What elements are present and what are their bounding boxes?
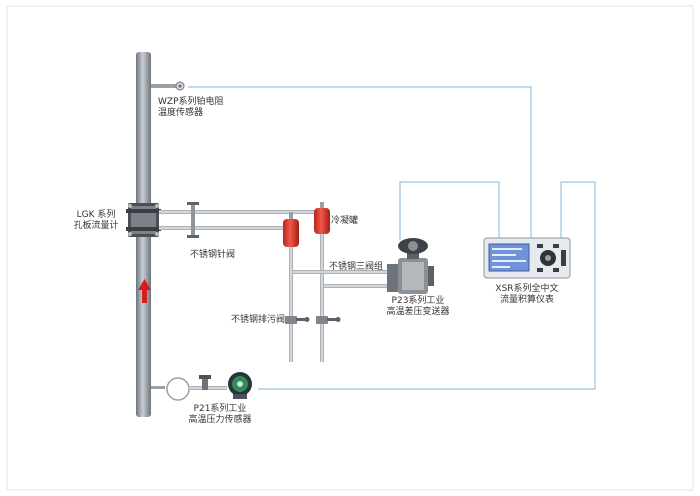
- orifice-flowmeter: [126, 203, 161, 237]
- temperature-sensor: [151, 81, 185, 91]
- orifice-flowmeter-label: LGK 系列 孔板流量计: [64, 210, 128, 232]
- drain-valve-label: 不锈钢排污阀: [231, 315, 286, 325]
- dp-transmitter-label-line2: 高温差压变送器: [386, 307, 450, 317]
- temperature-sensor-label: WZP系列铂电阻 温度传感器: [158, 97, 224, 119]
- needle-valve-upper: [187, 202, 199, 220]
- impulse-lines: [159, 202, 393, 362]
- wire-temperature-to-meter: [188, 86, 532, 238]
- drain-valve-right: [316, 316, 341, 324]
- pressure-sensor-label-line2: 高温压力传感器: [188, 415, 252, 425]
- flow-totalizer-label-line2: 流量积算仪表: [499, 295, 554, 305]
- signal-wires: [188, 86, 596, 390]
- arrow-up-icon: [138, 279, 151, 303]
- condenser-right: [314, 202, 330, 234]
- pressure-sensor-label-line1: P21系列工业: [193, 404, 247, 414]
- dp-transmitter-label-line1: P23系列工业: [391, 296, 445, 306]
- orifice-flowmeter-label-line1: LGK 系列: [76, 210, 116, 220]
- needle-valve-label: 不锈钢针阀: [190, 250, 236, 260]
- flow-totalizer-label: XSR系列全中文 流量积算仪表: [483, 284, 571, 306]
- flow-totalizer-label-line1: XSR系列全中文: [495, 284, 559, 294]
- dp-transmitter-label: P23系列工业 高温差压变送器: [378, 296, 458, 318]
- condenser-left: [283, 212, 299, 247]
- three-valve-label: 不锈钢三阀组: [329, 262, 384, 272]
- temperature-sensor-label-line2: 温度传感器: [158, 108, 204, 118]
- dp-transmitter: [387, 238, 434, 294]
- needle-valve-lower: [187, 220, 199, 238]
- wire-pressure-to-meter: [258, 181, 596, 390]
- temperature-sensor-label-line1: WZP系列铂电阻: [158, 97, 224, 107]
- drain-valve-left: [285, 316, 310, 324]
- pressure-sensor: [151, 372, 252, 401]
- pressure-sensor-label: P21系列工业 高温压力传感器: [180, 404, 260, 426]
- image-frame: [6, 5, 694, 491]
- condenser-label: 冷凝罐: [331, 216, 359, 226]
- orifice-flowmeter-label-line2: 孔板流量计: [73, 221, 119, 231]
- wire-transmitter-to-meter: [399, 181, 500, 240]
- flow-totalizer: [483, 237, 571, 279]
